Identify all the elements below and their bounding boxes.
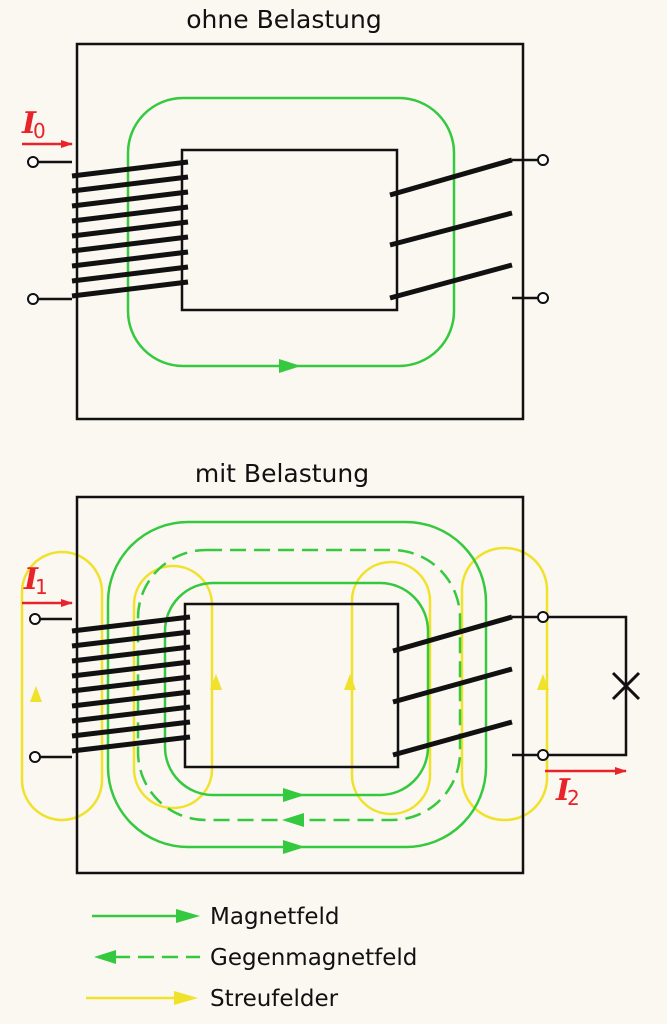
top-diagram: ohne Belastung I 0	[21, 5, 549, 421]
legend-item-magnetfeld: Magnetfeld	[92, 904, 340, 930]
streufelder-loops	[20, 546, 549, 822]
top-core-outer	[75, 42, 525, 421]
top-primary-winding	[71, 159, 189, 299]
svg-text:I: I	[23, 562, 39, 597]
top-primary-terminal-2	[27, 293, 39, 305]
load-lamp-icon	[611, 671, 641, 701]
bottom-primary-winding	[71, 614, 191, 754]
legend-item-streufelder: Streufelder	[86, 986, 339, 1012]
svg-text:0: 0	[33, 119, 46, 143]
current-i1-label: I 1	[23, 562, 48, 599]
svg-text:1: 1	[35, 575, 48, 599]
legend-item-gegenmagnetfeld: Gegenmagnetfeld	[94, 945, 417, 971]
magnetfeld-loop-inner	[163, 581, 430, 797]
legend-label-streufelder: Streufelder	[210, 986, 339, 1012]
top-secondary-terminal-2	[537, 292, 549, 304]
bottom-secondary-terminal-2	[537, 749, 549, 761]
bottom-core-window	[183, 602, 400, 769]
top-secondary-winding	[389, 157, 513, 301]
streufeld-right-outer	[460, 546, 549, 822]
bottom-primary-terminal-2	[29, 751, 41, 763]
top-magnetfeld-loop	[126, 96, 456, 368]
legend-label-gegenmagnetfeld: Gegenmagnetfeld	[210, 945, 417, 971]
current-i0-label: I 0	[21, 106, 46, 143]
svg-text:I: I	[555, 773, 571, 808]
bottom-secondary-winding	[392, 614, 513, 758]
bottom-diagram: mit Belastung I	[20, 459, 641, 875]
top-core-window	[180, 148, 399, 312]
top-magnetfeld-arrow	[279, 359, 301, 373]
legend-label-magnetfeld: Magnetfeld	[210, 904, 340, 930]
current-i2-label: I 2	[555, 773, 580, 810]
bottom-primary-terminal-1	[29, 613, 41, 625]
streufelder-arrows	[30, 674, 549, 702]
svg-text:I: I	[21, 106, 37, 141]
bottom-core-outer	[75, 495, 525, 875]
magnetfeld-arrows	[282, 788, 305, 854]
load-circuit	[548, 615, 641, 757]
legend: Magnetfeld Gegenmagnetfeld Streufelder	[86, 904, 417, 1012]
top-primary-terminal-1	[27, 156, 39, 168]
bottom-secondary-terminal-1	[537, 611, 549, 623]
bottom-title: mit Belastung	[195, 459, 369, 488]
top-title: ohne Belastung	[186, 5, 382, 34]
svg-text:2: 2	[567, 786, 580, 810]
top-secondary-terminal-1	[537, 154, 549, 166]
